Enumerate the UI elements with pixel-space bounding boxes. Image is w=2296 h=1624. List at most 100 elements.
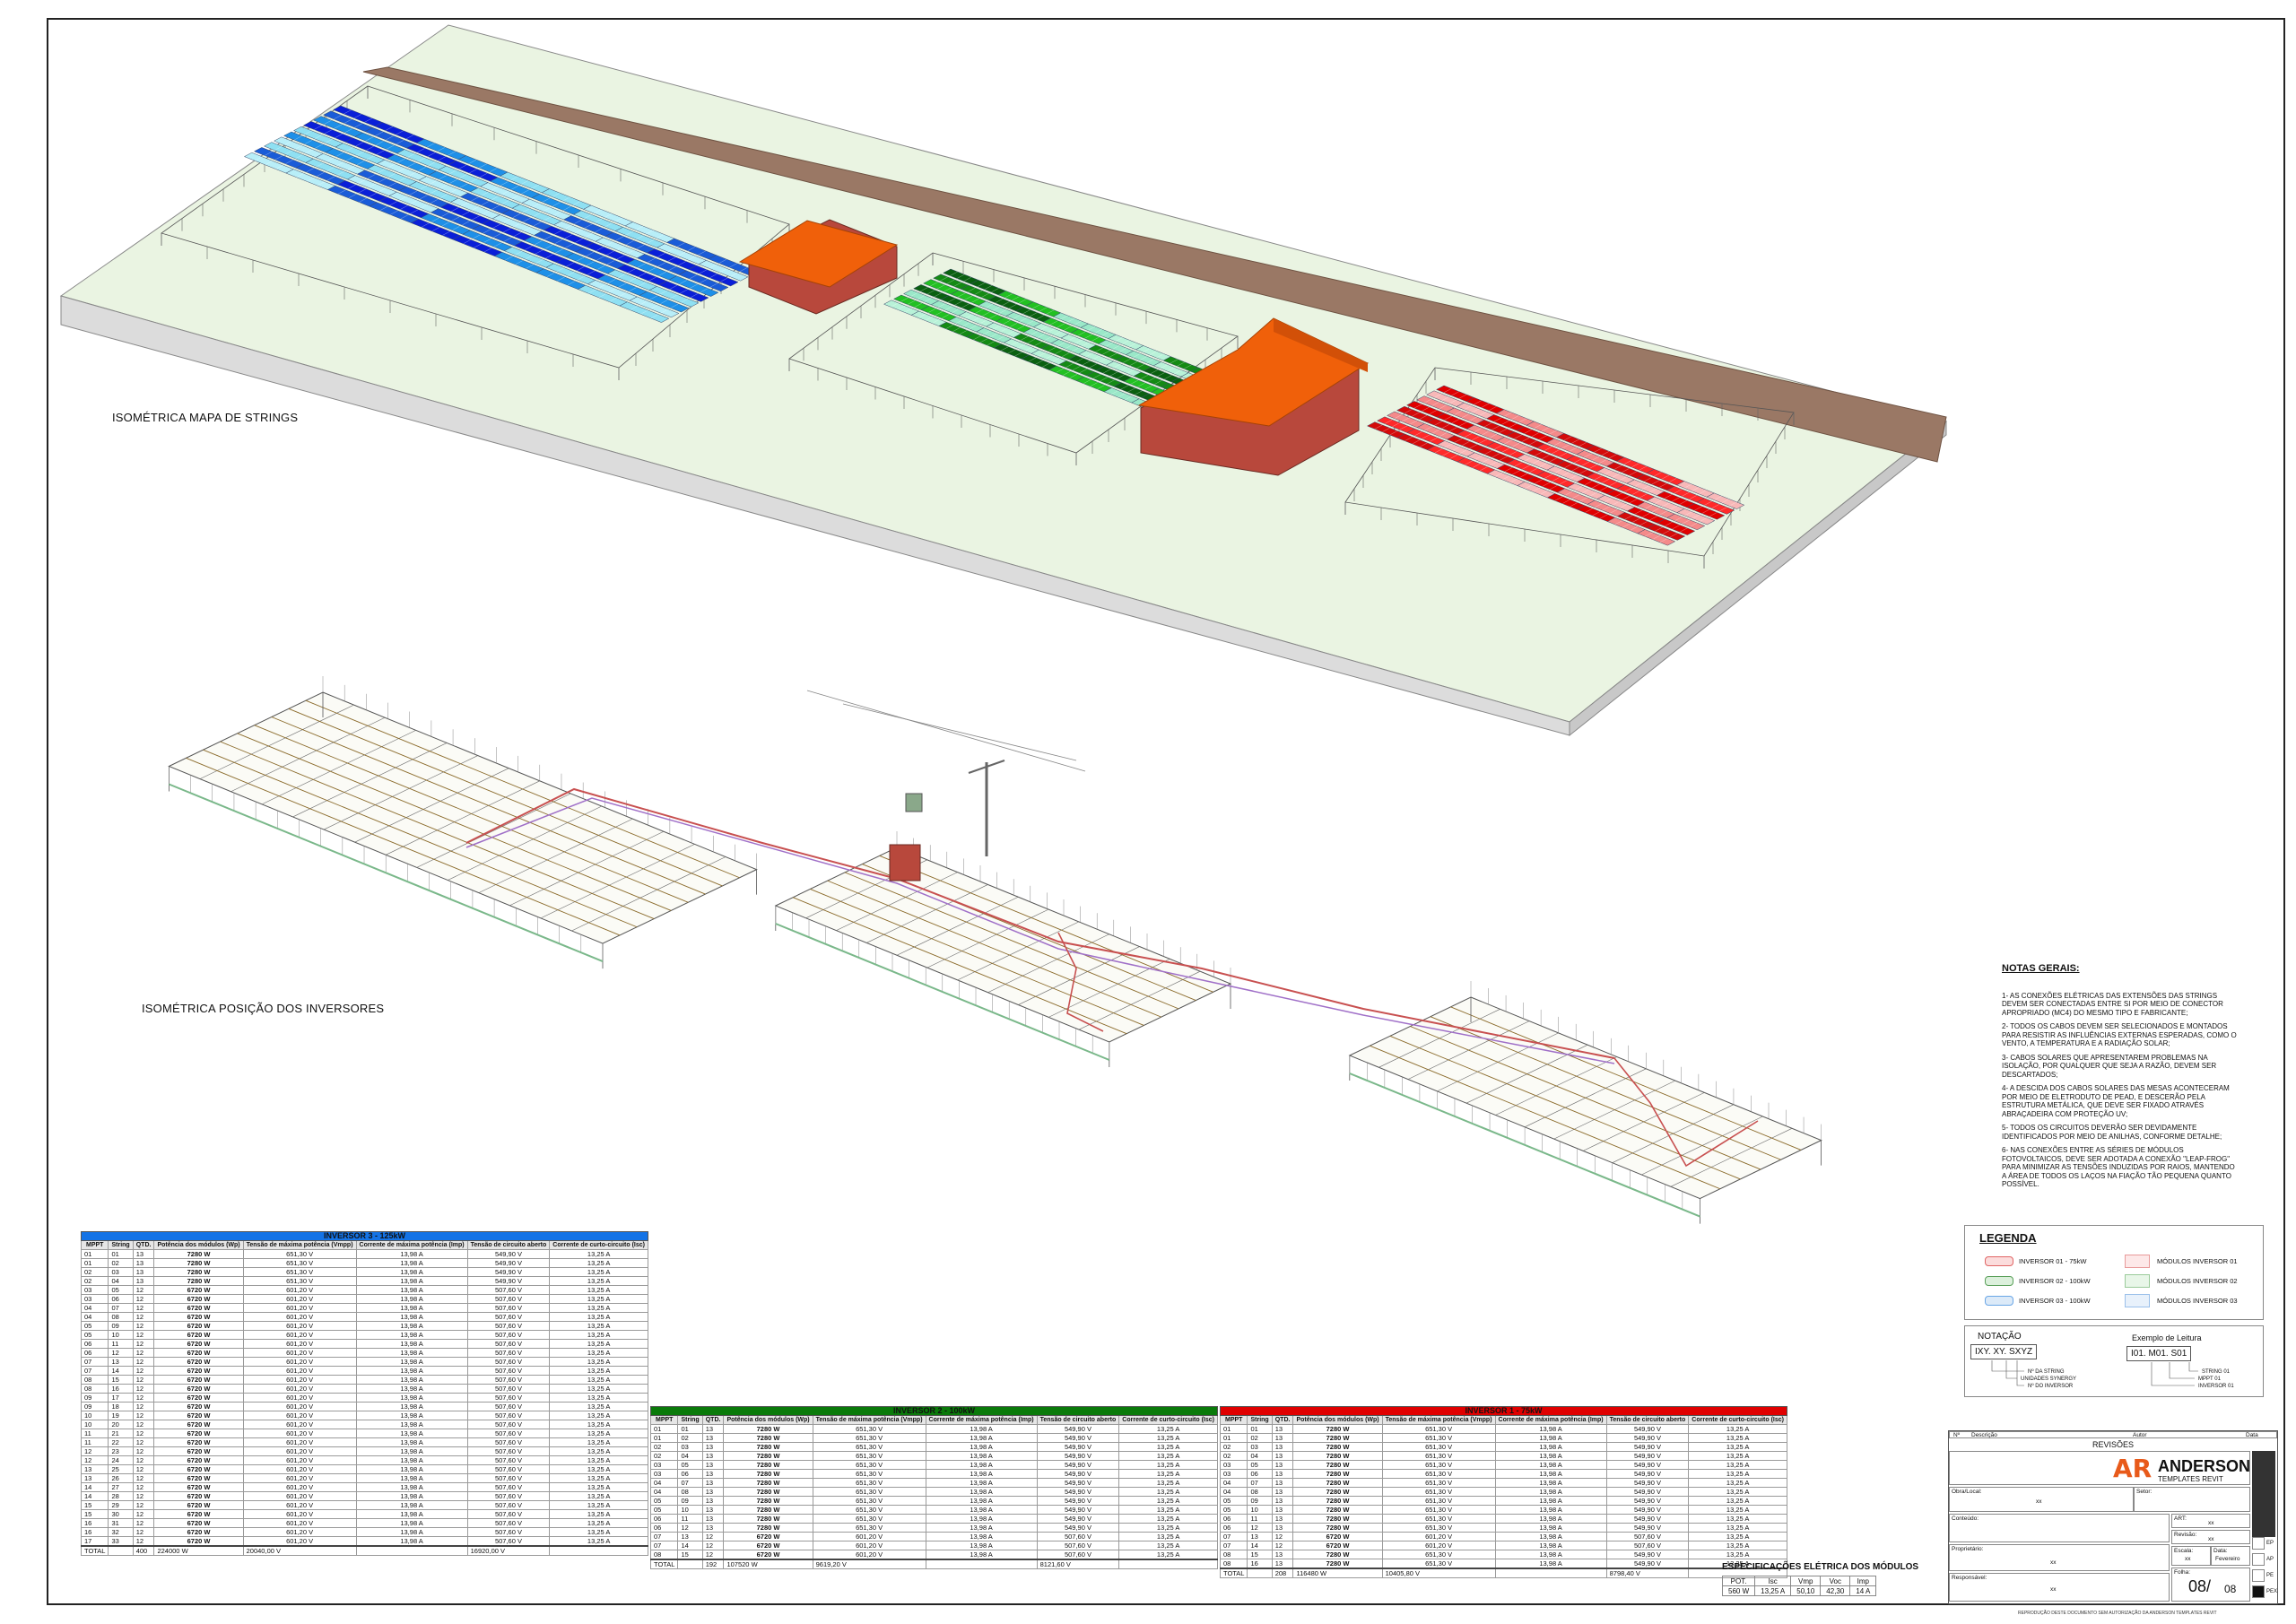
table-cell: 14 — [80, 1482, 109, 1492]
module-line — [1434, 421, 1442, 426]
module-line — [1064, 326, 1072, 331]
module-line — [1644, 477, 1652, 482]
module-line — [1604, 470, 1613, 475]
table-cell: 12 — [1271, 1541, 1294, 1550]
module-line — [1107, 379, 1115, 385]
table-cell: 651,30 V — [1381, 1442, 1496, 1452]
module-line — [739, 267, 748, 272]
module-line — [1454, 411, 1462, 415]
module-line — [1007, 349, 1016, 354]
table-cell: 12 — [132, 1536, 155, 1547]
table-cell: 18 — [108, 1402, 134, 1411]
inv3-col-header: Tensão de máxima potência (Vmpp) — [242, 1240, 357, 1250]
module-line — [525, 246, 533, 250]
module-line — [1389, 430, 1398, 436]
module-line — [1091, 336, 1100, 342]
module-line — [1482, 458, 1491, 463]
module-line — [995, 299, 1004, 303]
module-line — [1044, 336, 1052, 341]
module-line — [493, 233, 501, 238]
module-line — [1009, 322, 1018, 327]
module-line — [1039, 307, 1048, 312]
module-line — [1518, 418, 1527, 423]
table-cell: 22 — [108, 1437, 134, 1447]
table-cell: 7280 W — [1292, 1559, 1383, 1569]
table-cell: 13,25 A — [1688, 1514, 1787, 1524]
module-line — [615, 236, 624, 241]
module-line — [1479, 439, 1488, 444]
module-line — [481, 201, 490, 206]
side-label-2: AP — [2266, 1557, 2274, 1562]
module-line — [365, 136, 374, 142]
table-cell: 13,98 A — [355, 1330, 468, 1340]
table-cell: 02 — [80, 1267, 109, 1277]
module-line — [479, 163, 487, 169]
structure-beam — [386, 780, 540, 855]
module-line — [1658, 482, 1667, 488]
table-cell: 01 — [649, 1433, 679, 1443]
table-cell: 13,25 A — [1688, 1487, 1787, 1497]
table-cell: 6720 W — [723, 1532, 813, 1541]
module-line — [1525, 484, 1533, 490]
table-cell: 12 — [132, 1482, 155, 1492]
module-line — [1109, 352, 1118, 358]
module-line — [1032, 304, 1040, 309]
module-line — [1056, 368, 1064, 373]
table-cell: 601,20 V — [242, 1339, 357, 1349]
module-line — [544, 244, 553, 249]
table-cell: 6720 W — [153, 1473, 244, 1483]
module-line — [1569, 447, 1578, 452]
module-line — [1140, 374, 1149, 379]
table-cell: 601,20 V — [242, 1348, 357, 1358]
module-line — [1622, 495, 1631, 500]
module-line — [920, 287, 928, 292]
module-line — [584, 214, 592, 220]
power-line — [806, 690, 1086, 772]
module-line — [441, 221, 450, 227]
table-cell: 13,25 A — [1688, 1541, 1787, 1550]
module-line — [543, 207, 551, 212]
table-cell: 12 — [132, 1285, 155, 1295]
module-line — [991, 288, 999, 292]
module-line — [1654, 499, 1663, 504]
responsavel-label: Responsável: — [1952, 1575, 1987, 1581]
revisao-cell: Revisão: xx — [2171, 1530, 2250, 1544]
table-cell: 6720 W — [153, 1285, 244, 1295]
module-line — [1599, 459, 1607, 464]
table-cell: 04 — [1247, 1451, 1273, 1461]
proprietario-cell: Proprietário: xx — [1949, 1544, 2170, 1571]
module-line — [1462, 441, 1470, 446]
module-line — [358, 188, 367, 194]
table-cell: 13,98 A — [355, 1437, 468, 1447]
module-line — [511, 195, 519, 200]
module-line — [1479, 411, 1487, 416]
module-line — [1652, 534, 1661, 540]
table-cell: 549,90 V — [1605, 1478, 1690, 1488]
structure-rail — [271, 716, 706, 895]
module-line — [459, 183, 468, 188]
view-label-inverters: ISOMÉTRICA POSIÇÃO DOS INVERSORES — [142, 1002, 385, 1015]
module-line — [473, 234, 482, 239]
module-line — [1609, 508, 1618, 514]
table-cell: 23 — [108, 1446, 134, 1456]
structure-rail — [792, 897, 1127, 1035]
module-line — [650, 314, 659, 319]
module-line — [1038, 352, 1047, 357]
module-line — [479, 172, 488, 178]
module-line — [296, 173, 305, 178]
module-line — [419, 185, 428, 190]
table-cell: 6720 W — [153, 1500, 244, 1510]
module-line — [700, 288, 709, 293]
table-cell: 549,90 V — [1605, 1550, 1690, 1559]
module-line — [646, 239, 655, 244]
table-cell: 07 — [649, 1541, 679, 1550]
rev-h-no: Nº — [1953, 1432, 1961, 1438]
module-line — [650, 304, 658, 309]
module-line — [1624, 515, 1633, 520]
